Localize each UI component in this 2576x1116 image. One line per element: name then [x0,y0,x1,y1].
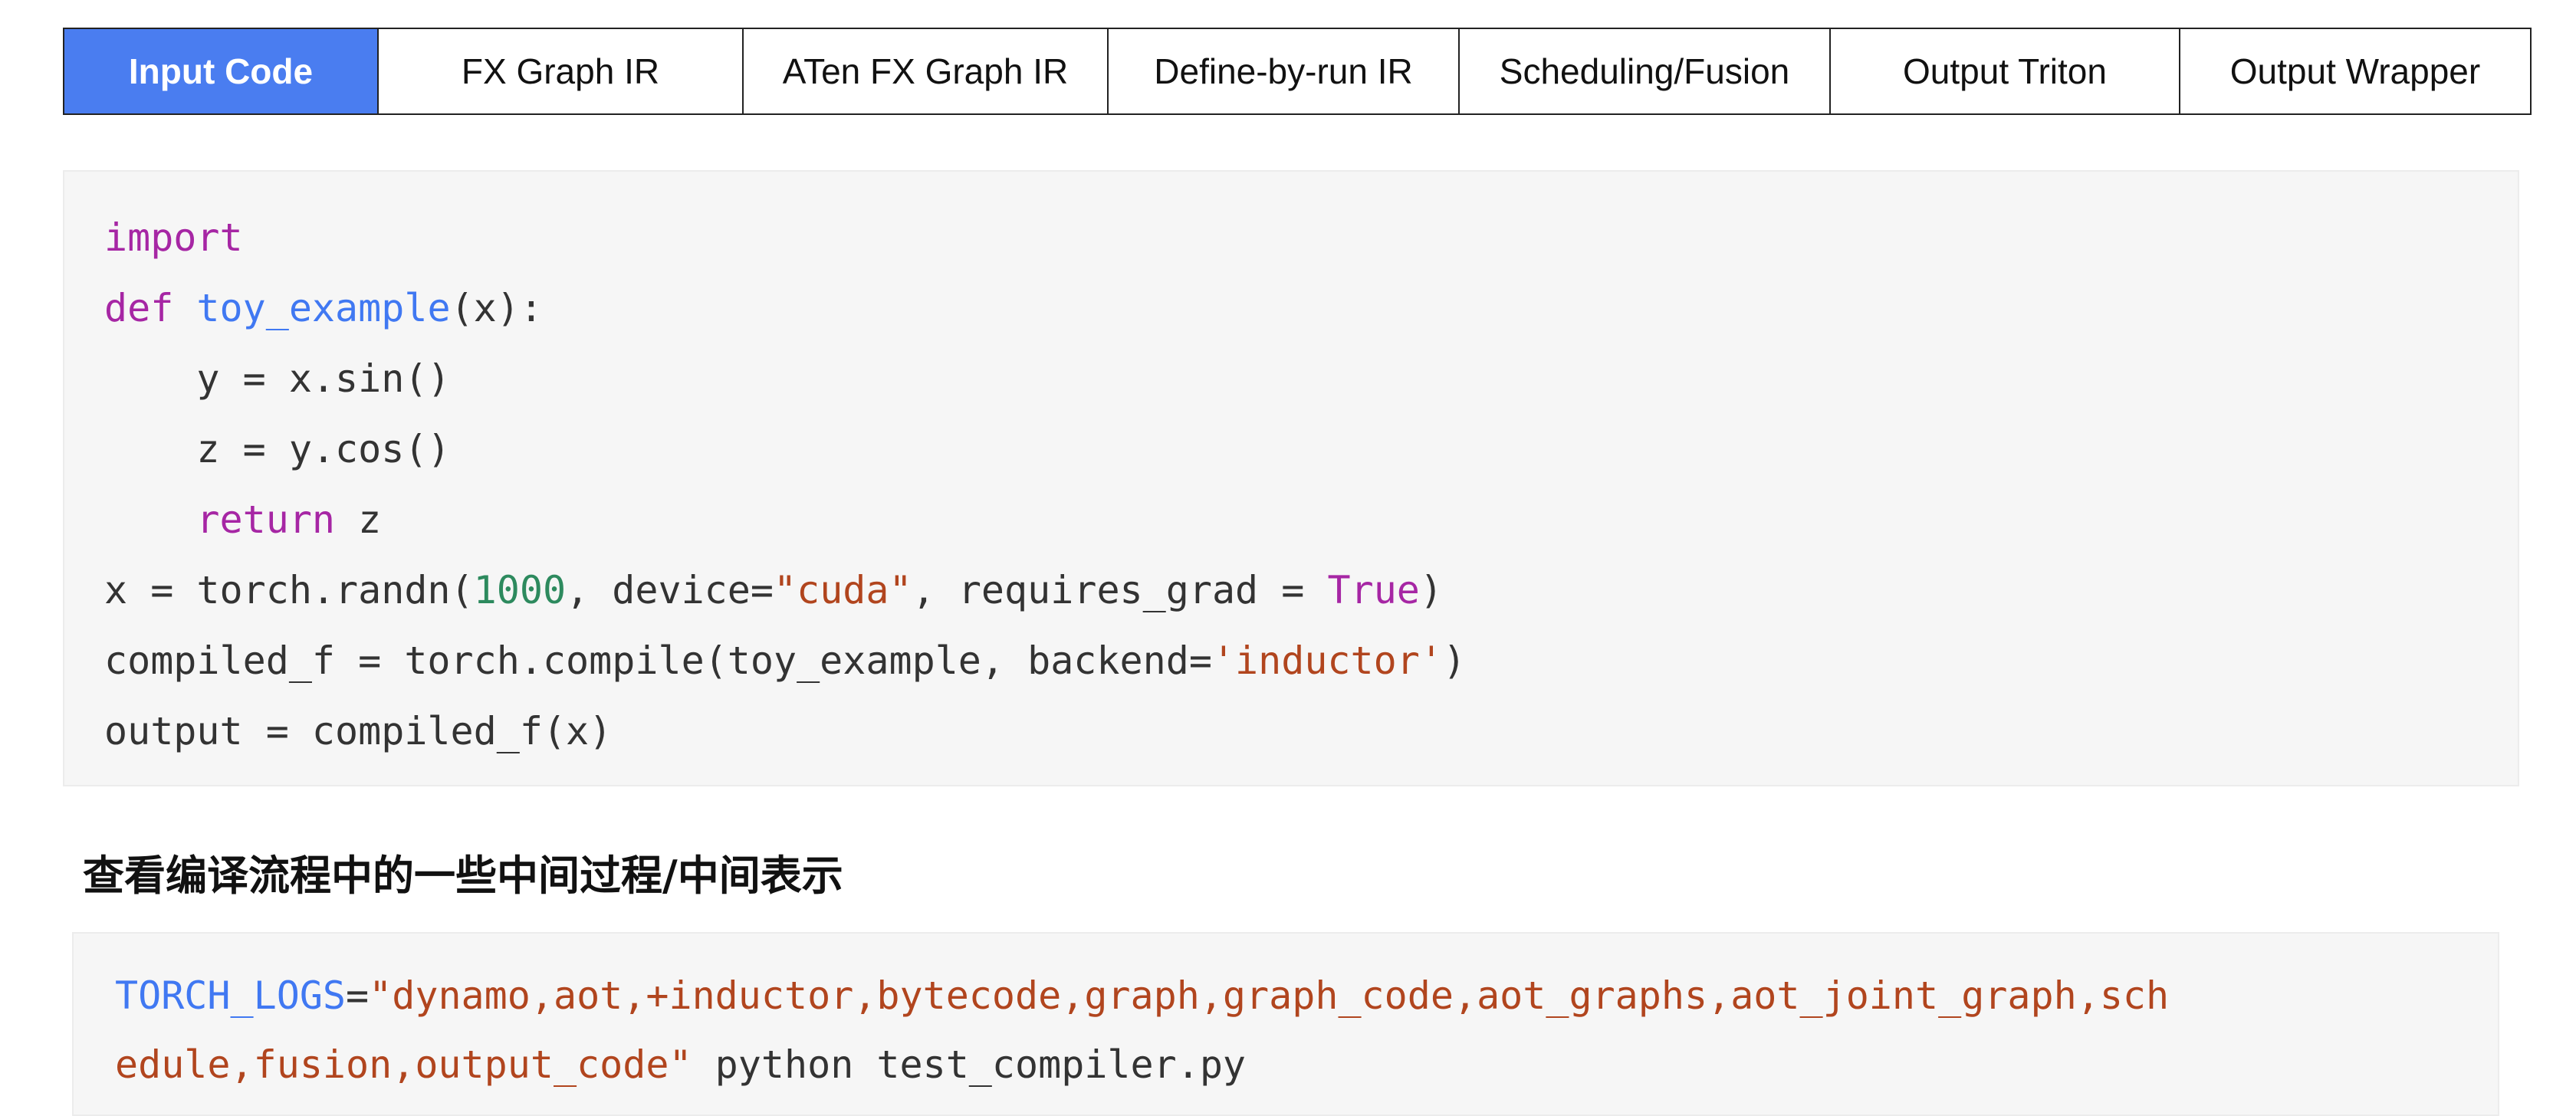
tab-fx-graph-ir[interactable]: FX Graph IR [379,29,744,113]
number-literal: 1000 [473,568,567,612]
code-text: = [346,973,370,1018]
code-text: z [335,497,382,542]
code-text: output = compiled_f(x) [104,709,613,753]
tab-scheduling-fusion[interactable]: Scheduling/Fusion [1460,29,1831,113]
tab-output-triton[interactable]: Output Triton [1831,29,2180,113]
function-name: toy_example [196,286,451,330]
code-text: z = y.cos() [104,427,451,471]
tab-bar: Input Code FX Graph IR ATen FX Graph IR … [63,28,2532,115]
string-literal: 'inductor' [1211,638,1443,683]
code-line: compiled_f = torch.compile(toy_example, … [104,625,2518,696]
keyword-def: def [104,286,174,330]
code-text: y = x.sin() [104,356,451,401]
python-code-block[interactable]: import def toy_example(x): y = x.sin() z… [63,170,2519,786]
env-var-name: TORCH_LOGS [115,973,347,1018]
code-line: TORCH_LOGS="dynamo,aot,+inductor,bytecod… [115,961,2498,1030]
code-text: python test_compiler.py [692,1042,1247,1087]
string-literal: edule,fusion,output_code" [115,1042,692,1087]
code-line: x = torch.randn(1000, device="cuda", req… [104,555,2518,625]
tab-aten-fx-graph-ir[interactable]: ATen FX Graph IR [744,29,1109,113]
code-indent [104,497,196,542]
code-line: z = y.cos() [104,414,2518,484]
code-line: def toy_example(x): [104,273,2518,343]
code-line: edule,fusion,output_code" python test_co… [115,1030,2498,1099]
code-line: import [104,202,2518,273]
code-text: ) [1442,638,1467,683]
code-line: output = compiled_f(x) [104,696,2518,766]
code-line: return z [104,484,2518,555]
code-text: compiled_f = torch.compile(toy_example, … [104,638,1212,683]
section-heading: 查看编译流程中的一些中间过程/中间表示 [83,852,843,900]
code-line: y = x.sin() [104,343,2518,414]
code-text: (x): [450,286,543,330]
keyword-return: return [196,497,336,542]
string-literal: "cuda" [774,568,912,612]
shell-code-block[interactable]: TORCH_LOGS="dynamo,aot,+inductor,bytecod… [72,932,2499,1116]
tab-define-by-run-ir[interactable]: Define-by-run IR [1109,29,1460,113]
tab-output-wrapper[interactable]: Output Wrapper [2180,29,2530,113]
keyword-true: True [1327,568,1420,612]
code-text: x = torch.randn( [104,568,474,612]
keyword-import: import [104,215,243,260]
string-literal: "dynamo,aot,+inductor,bytecode,graph,gra… [369,973,2170,1018]
code-text: ) [1419,568,1444,612]
code-text: , requires_grad = [912,568,1328,612]
code-text: , device= [566,568,774,612]
tab-input-code[interactable]: Input Code [64,29,379,113]
